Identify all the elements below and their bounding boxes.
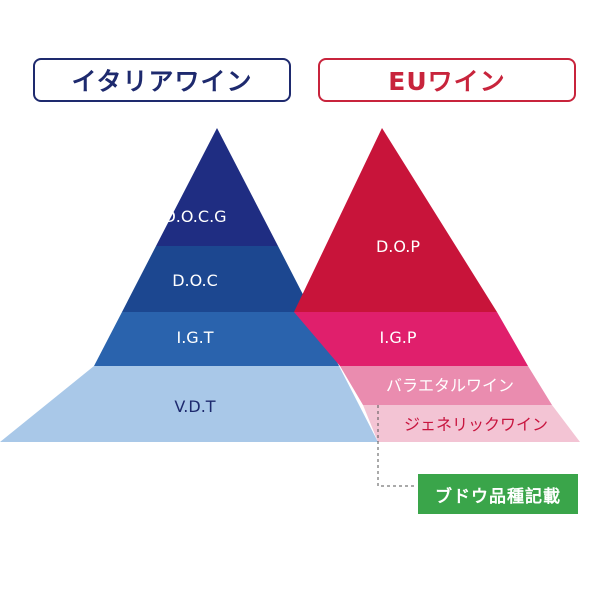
- italy-tier-docg: [156, 128, 278, 246]
- eu-tier-varietal: [340, 366, 552, 405]
- eu-tier-igp: [294, 312, 528, 366]
- callout-connector: [377, 405, 416, 487]
- italy-wine-header: イタリアワイン: [33, 58, 291, 102]
- eu-tier-generic: [363, 405, 580, 442]
- italy-tier-doc: [122, 246, 312, 312]
- eu-label-igp: I.G.P: [380, 328, 417, 347]
- italy-label-docg: D.O.C.G: [163, 207, 226, 226]
- eu-tier-dop: [294, 128, 497, 312]
- italy-label-vdt: V.D.T: [174, 397, 215, 416]
- eu-label-varietal: バラエタルワイン: [386, 376, 514, 395]
- italy-label-igt: I.G.T: [176, 328, 213, 347]
- eu-wine-header: EUワイン: [318, 58, 576, 102]
- eu-label-generic: ジェネリックワイン: [404, 415, 548, 434]
- italy-tier-igt: [94, 312, 339, 366]
- italy-label-doc: D.O.C: [172, 271, 218, 290]
- italy-tier-vdt: [0, 366, 378, 442]
- grape-variety-callout: ブドウ品種記載: [418, 474, 578, 514]
- eu-label-dop: D.O.P: [376, 237, 420, 256]
